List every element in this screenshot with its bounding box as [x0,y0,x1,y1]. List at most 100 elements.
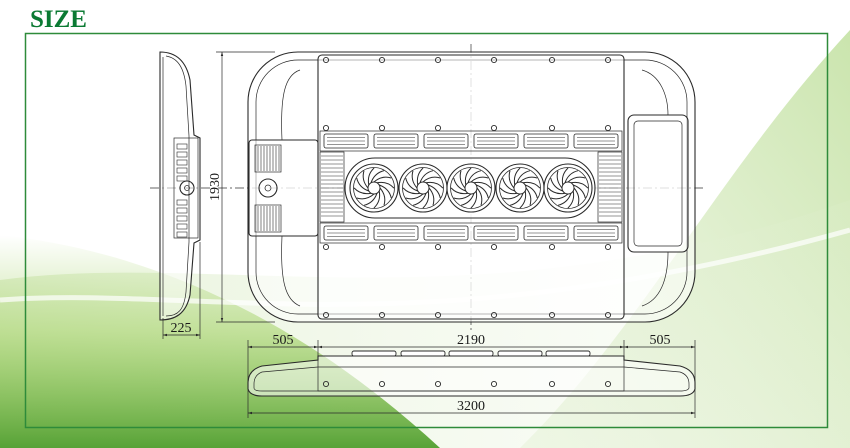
vent-slot [473,225,519,241]
side-view-rib [176,207,188,214]
top-view-rib-left [281,69,301,307]
front-fan-bump [448,350,494,357]
side-view-rib [176,159,188,166]
mounting-bolt [604,243,612,251]
fan-blade [453,193,472,200]
fan-blade [516,170,531,183]
top-view-details [257,56,621,319]
vent-slot [373,133,419,149]
fan-blade [428,184,441,199]
fan-blade [564,170,579,183]
vent-grille-right [597,151,623,223]
vent-slot [323,133,369,149]
side-view-rib [176,199,188,206]
fan-blade [425,181,444,189]
fan-inner-ring [450,167,492,209]
mounting-bolt [322,311,330,319]
total-length-label: 3200 [457,399,485,414]
mounting-bolt [322,243,330,251]
mounting-bolt [322,124,330,132]
fan-blade [405,193,424,200]
mounting-bolt [604,56,612,64]
fan-blade [353,187,372,195]
right-segment-label: 505 [650,333,671,348]
mounting-bolt [434,243,442,251]
fan-blade [513,167,521,186]
fan-blade [379,184,392,199]
fan-blade [550,177,563,192]
fan-blade [422,176,441,183]
mounting-bolt [490,124,498,132]
fan-blade [499,187,518,195]
diagram-frame [24,32,829,429]
fan-blade [567,190,575,209]
fan-blade [567,176,586,183]
fan-blade [556,170,563,189]
fan-blade [473,181,492,189]
mounting-bolt [490,243,498,251]
fan-blade [525,187,532,206]
height-label: 1930 [208,173,223,201]
front-fan-bump [545,350,591,357]
front-view [247,350,696,397]
fan-inner-ring [547,167,589,209]
mounting-bolt [378,56,386,64]
fan-blade [467,170,482,183]
mounting-bolt [548,311,556,319]
left-segment-label: 505 [273,333,294,348]
dimension-total-length: 3200 [248,399,695,415]
vent-slot [573,225,619,241]
mounting-bolt [378,243,386,251]
vent-slot [523,225,569,241]
fan-inner-ring [499,167,541,209]
side-view-rib [176,151,188,158]
middle-segment-label: 2190 [457,333,485,348]
side-view [159,51,201,321]
fan-blade [362,170,369,189]
vent-slot [473,133,519,149]
fan-blade [476,184,489,199]
fan-hub [367,181,381,195]
vent-slot [373,225,419,241]
fan-blade [509,193,524,206]
mounting-bolt [604,311,612,319]
fan-blade [573,187,580,206]
vent-grille-left [319,151,345,223]
fan-blade [402,187,421,195]
fan-blade [370,170,385,183]
mounting-bolt [490,311,498,319]
front-mounting-bolt [322,380,330,388]
condenser-module-left [248,139,319,237]
mounting-bolt [378,124,386,132]
condenser-grille-bottom [254,204,282,233]
fan-blade [373,190,381,209]
side-view-rib [176,175,188,182]
fan-blade [502,177,515,192]
vent-slot [573,133,619,149]
fan-blade [405,177,418,192]
fan-blade [412,193,427,206]
top-view [247,51,696,323]
fan-blade [476,187,483,206]
side-view-rib [176,167,188,174]
front-fan-bump [351,350,397,357]
fan-hub [464,181,478,195]
vent-slot [323,225,369,241]
mounting-bolt [434,311,442,319]
fan-blade [373,176,392,183]
fan-blade [411,170,418,189]
fan-blade [561,167,569,186]
fan-hub [416,181,430,195]
dimension-side-depth: 225 [162,242,201,339]
fan-blade [363,193,378,206]
fan-hub [513,181,527,195]
fan-blade [379,187,386,206]
fan-inner-ring [402,167,444,209]
side-view-rib [176,231,188,238]
mounting-bolt [434,56,442,64]
front-mounting-bolt [378,380,386,388]
vent-slot [423,133,469,149]
mounting-bolt [378,311,386,319]
mounting-bolt [604,124,612,132]
fan-blade [459,170,466,189]
